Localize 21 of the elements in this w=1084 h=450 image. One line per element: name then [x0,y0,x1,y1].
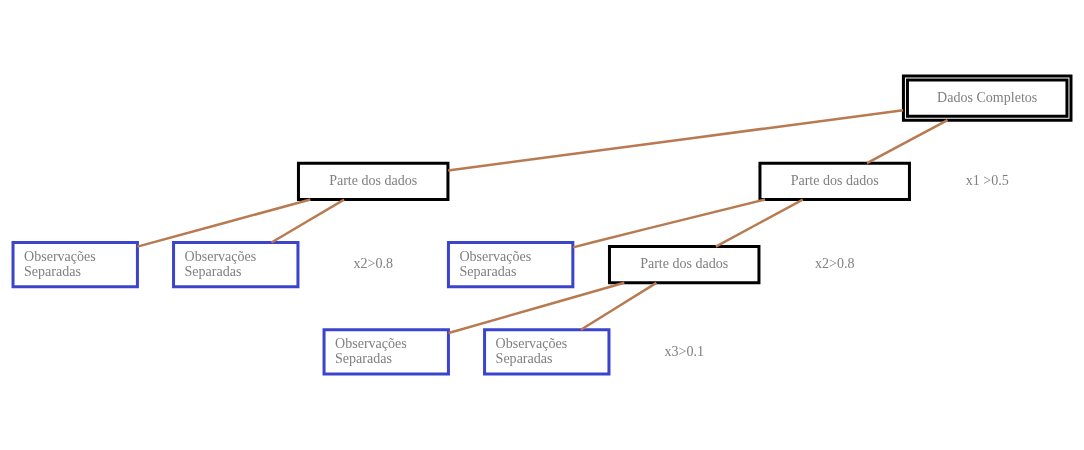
node-box: Parte dos dados [758,161,911,201]
connector [270,198,345,244]
connector [715,198,804,248]
node-box: Observações Separadas [172,241,300,289]
label: x1 >0.5 [965,172,1009,189]
connector [137,198,311,248]
node-box: Dados Completos [901,74,1073,122]
label: x2>0.8 [353,255,393,272]
connector [866,119,949,165]
node-box: Observações Separadas [322,328,450,376]
node-box: Observações Separadas [446,241,575,289]
node-box: Observações Separadas [11,241,139,289]
label: x2>0.8 [814,255,855,272]
connector [447,108,904,172]
connector [572,198,766,249]
connector [580,281,658,331]
label: x3>0.1 [664,342,704,359]
node-box: Observações Separadas [483,328,611,376]
connector [448,281,625,335]
node-box: Parte dos dados [296,161,450,201]
node-box: Parte dos dados [607,245,761,285]
